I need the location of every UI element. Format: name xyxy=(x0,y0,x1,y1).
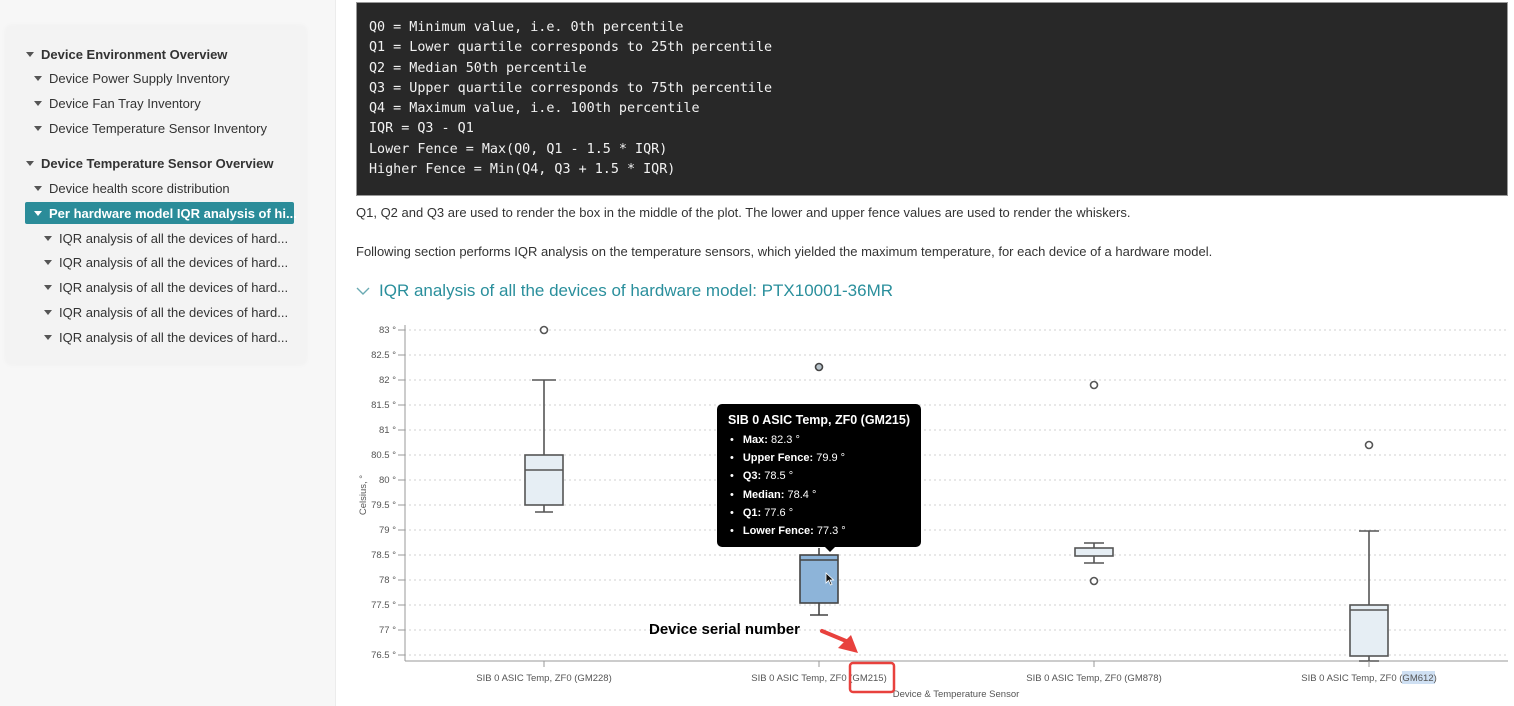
x-tick-labels: SIB 0 ASIC Temp, ZF0 (GM228) SIB 0 ASIC … xyxy=(476,673,1437,684)
chart-tooltip: SIB 0 ASIC Temp, ZF0 (GM215) Max: 82.3 °… xyxy=(717,404,921,547)
toc-label: IQR analysis of all the devices of hard.… xyxy=(59,230,289,246)
y-tick-labels: 83 ° 82.5 ° 82 ° 81.5 ° 81 ° 80.5 ° 80 ° 79.… xyxy=(371,325,396,661)
svg-text:77.5 °: 77.5 ° xyxy=(371,600,396,611)
table-of-contents xyxy=(6,26,306,364)
caret-down-icon xyxy=(34,100,42,106)
toc-item-power-supply-inventory[interactable]: Device Power Supply Inventory xyxy=(34,67,230,89)
code-block: Q0 = Minimum value, i.e. 0th percentile … xyxy=(356,2,1508,196)
caret-down-icon xyxy=(44,334,52,340)
x-axis-title: Device & Temperature Sensor xyxy=(893,689,1020,700)
toc-label: IQR analysis of all the devices of hard.… xyxy=(59,279,289,295)
svg-text:SIB 0 ASIC Temp, ZF0 (GM228): SIB 0 ASIC Temp, ZF0 (GM228) xyxy=(476,673,612,684)
toc-label: Device health score distribution xyxy=(49,180,230,196)
svg-text:78 °: 78 ° xyxy=(379,575,396,586)
toc-label: Device Fan Tray Inventory xyxy=(49,95,201,111)
toc-item-health-score-distribution[interactable]: Device health score distribution xyxy=(34,177,230,199)
svg-text:81.5 °: 81.5 ° xyxy=(371,400,396,411)
caret-down-icon xyxy=(44,259,52,265)
box-gm612 xyxy=(1349,440,1389,662)
chevron-down-icon xyxy=(356,287,370,295)
tooltip-row-max: Max: 82.3 ° xyxy=(728,431,921,449)
tooltip-row-q1: Q1: 77.6 ° xyxy=(728,504,921,522)
tooltip-row-median: Median: 78.4 ° xyxy=(728,486,921,504)
svg-text:82.5 °: 82.5 ° xyxy=(371,350,396,361)
caret-down-icon xyxy=(34,75,42,81)
tooltip-row-lower-fence: Lower Fence: 77.3 ° xyxy=(728,522,921,540)
tooltip-row-q3: Q3: 78.5 ° xyxy=(728,467,921,485)
toc-label: IQR analysis of all the devices of hard.… xyxy=(59,329,289,345)
svg-text:79.5 °: 79.5 ° xyxy=(371,500,396,511)
tooltip-arrow xyxy=(825,547,835,552)
svg-text:SIB 0 ASIC Temp, ZF0 (GM215): SIB 0 ASIC Temp, ZF0 (GM215) xyxy=(751,673,887,684)
toc-label: Device Temperature Sensor Overview xyxy=(41,155,274,171)
paragraph-section-intro: Following section performs IQR analysis … xyxy=(356,244,1213,259)
code-line: Lower Fence = Max(Q0, Q1 - 1.5 * IQR) xyxy=(369,141,668,157)
toc-item-temperature-sensor-inventory[interactable]: Device Temperature Sensor Inventory xyxy=(34,117,267,139)
toc-item-iqr-analysis-4[interactable]: IQR analysis of all the devices of hard.… xyxy=(44,301,288,323)
gridlines xyxy=(404,329,1508,656)
toc-label: IQR analysis of all the devices of hard.… xyxy=(59,254,289,270)
caret-down-icon xyxy=(44,309,52,315)
tooltip-row-upper-fence: Upper Fence: 79.9 ° xyxy=(728,449,921,467)
code-line: Higher Fence = Min(Q4, Q3 + 1.5 * IQR) xyxy=(369,162,676,178)
text-selection-highlight xyxy=(1402,671,1435,684)
caret-down-icon xyxy=(34,210,42,216)
code-line: IQR = Q3 - Q1 xyxy=(369,121,474,137)
code-line: Q1 = Lower quartile corresponds to 25th … xyxy=(369,40,773,56)
svg-text:81 °: 81 ° xyxy=(379,425,396,436)
caret-down-icon xyxy=(26,51,34,57)
section-header-ptx10001[interactable]: IQR analysis of all the devices of hardw… xyxy=(356,281,893,301)
svg-text:SIB 0 ASIC Temp, ZF0 (GM878): SIB 0 ASIC Temp, ZF0 (GM878) xyxy=(1026,673,1162,684)
toc-label: IQR analysis of all the devices of hard.… xyxy=(59,304,289,320)
serial-number-highlight-box xyxy=(848,661,896,694)
toc-item-fan-tray-inventory[interactable]: Device Fan Tray Inventory xyxy=(34,92,201,114)
toc-item-iqr-analysis-5[interactable]: IQR analysis of all the devices of hard.… xyxy=(44,326,288,348)
svg-text:77 °: 77 ° xyxy=(379,625,396,636)
paragraph-box-explanation: Q1, Q2 and Q3 are used to render the box… xyxy=(356,205,1131,220)
toc-label: Device Power Supply Inventory xyxy=(49,70,230,86)
toc-label: Device Environment Overview xyxy=(41,46,228,62)
caret-down-icon xyxy=(26,160,34,166)
svg-text:SIB 0 ASIC Temp, ZF0 (GM612): SIB 0 ASIC Temp, ZF0 (GM612) xyxy=(1301,673,1437,684)
svg-text:83 °: 83 ° xyxy=(379,325,396,336)
toc-item-iqr-analysis-2[interactable]: IQR analysis of all the devices of hard.… xyxy=(44,251,288,273)
caret-down-icon xyxy=(34,185,42,191)
caret-down-icon xyxy=(44,284,52,290)
svg-text:80 °: 80 ° xyxy=(379,475,396,486)
svg-text:76.5 °: 76.5 ° xyxy=(371,650,396,661)
y-tick-marks xyxy=(398,329,405,656)
toc-item-temperature-sensor-overview[interactable]: Device Temperature Sensor Overview xyxy=(26,152,273,174)
mouse-cursor-icon xyxy=(825,572,835,586)
svg-text:78.5 °: 78.5 ° xyxy=(371,550,396,561)
toc-item-per-hardware-model-iqr[interactable]: Per hardware model IQR analysis of hi... xyxy=(25,202,297,224)
toc-label: Device Temperature Sensor Inventory xyxy=(49,120,267,136)
code-line: Q4 = Maximum value, i.e. 100th percentil… xyxy=(369,101,700,117)
toc-item-iqr-analysis-3[interactable]: IQR analysis of all the devices of hard.… xyxy=(44,276,288,298)
toc-item-device-environment-overview[interactable]: Device Environment Overview xyxy=(26,43,227,65)
tooltip-title: SIB 0 ASIC Temp, ZF0 (GM215) xyxy=(728,413,910,427)
section-title: IQR analysis of all the devices of hardw… xyxy=(379,281,894,300)
code-line: Q2 = Median 50th percentile xyxy=(369,60,587,76)
box-gm878 xyxy=(1074,380,1114,586)
annotation-label: Device serial number xyxy=(649,621,800,638)
code-line: Q3 = Upper quartile corresponds to 75th … xyxy=(369,80,773,96)
x-tick-marks xyxy=(543,661,1370,667)
tooltip-list: Max: 82.3 ° Upper Fence: 79.9 ° Q3: 78.5… xyxy=(728,431,921,540)
y-axis-title: Celsius, ° xyxy=(358,475,369,515)
svg-text:79 °: 79 ° xyxy=(379,525,396,536)
code-text: Q0 = Minimum value, i.e. 0th percentile … xyxy=(357,3,1507,180)
toc-label: Per hardware model IQR analysis of hi... xyxy=(49,205,297,221)
caret-down-icon xyxy=(34,125,42,131)
box-plot-chart: 83 ° 82.5 ° 82 ° 81.5 ° 81 ° 80.5 ° 80 ° 79.… xyxy=(358,325,1508,700)
code-line: Q0 = Minimum value, i.e. 0th percentile xyxy=(369,20,684,35)
arrow-icon xyxy=(820,629,858,653)
caret-down-icon xyxy=(44,235,52,241)
svg-text:82 °: 82 ° xyxy=(379,375,396,386)
box-gm228 xyxy=(524,325,564,513)
svg-text:80.5 °: 80.5 ° xyxy=(371,450,396,461)
toc-item-iqr-analysis-1[interactable]: IQR analysis of all the devices of hard.… xyxy=(44,227,288,249)
